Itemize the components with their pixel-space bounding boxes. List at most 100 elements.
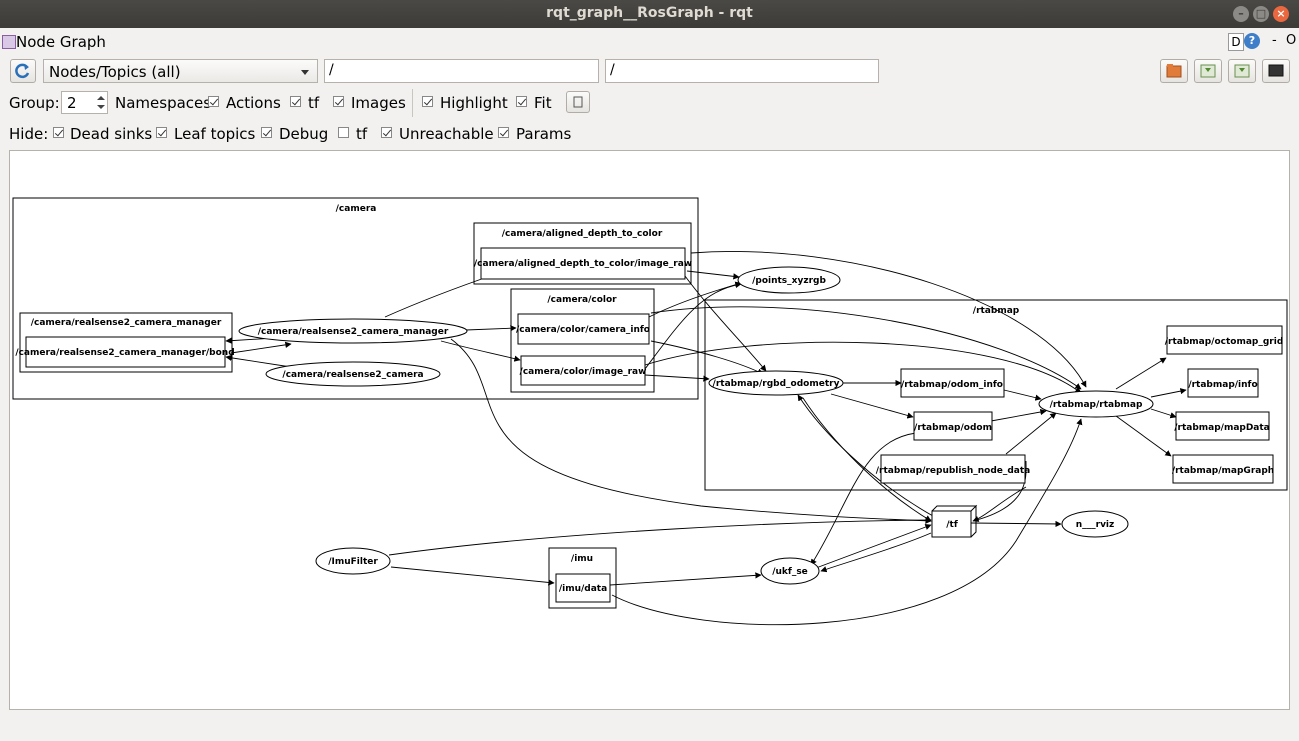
label-odominfo: /rtabmap/odom_info [901,380,1003,390]
close-icon[interactable]: × [1273,6,1289,22]
label-info: /rtabmap/info [1188,380,1257,390]
node-points[interactable] [737,266,841,294]
node-imudata[interactable] [555,573,611,603]
minimize-icon[interactable]: – [1233,6,1249,22]
save-image-button[interactable] [1262,59,1290,83]
refresh-button[interactable] [10,59,36,83]
folder-icon [1166,64,1182,78]
label-points: /points_xyzrgb [752,276,826,286]
cluster-color-label: /camera/color [547,295,617,305]
hide-label: Hide: [9,125,49,143]
leaf-topics-label: Leaf topics [174,125,256,143]
label-mgr: /camera/realsense2_camera_manager [258,327,449,337]
save-svg-button[interactable] [1228,59,1256,83]
node-ukf[interactable] [760,557,820,585]
node-rviz[interactable] [1061,510,1129,538]
spin-up-icon[interactable] [97,96,105,100]
edge-tf-rgbd [797,394,934,517]
graph-mode-value: Nodes/Topics (all) [49,63,181,81]
dock-button[interactable]: D [1228,33,1244,51]
label-mapdata: /rtabmap/mapData [1174,423,1270,433]
ros-graph[interactable]: /camera /camera/aligned_depth_to_color /… [10,151,1290,710]
edge-rtab-tf [972,486,1027,522]
node-mapdata[interactable] [1175,411,1270,441]
chevron-down-icon [301,70,309,75]
label-mapgraph: /rtabmap/mapGraph [1172,466,1274,476]
save-svg-icon [1234,64,1250,78]
minimize-plugin-button[interactable]: - [1272,33,1277,48]
node-octomap[interactable] [1166,325,1283,355]
unreachable-checkbox[interactable] [381,127,392,138]
node-mgr[interactable] [238,318,468,344]
node-mapgraph[interactable] [1172,454,1274,484]
spin-down-icon[interactable] [97,105,105,109]
label-tf: /tf [946,520,958,530]
node-adc-img[interactable] [480,247,686,280]
node-tf[interactable] [931,510,972,538]
namespaces-checkbox[interactable] [208,96,219,107]
label-imufilter: /ImuFilter [328,557,378,567]
params-checkbox[interactable] [498,127,509,138]
images-label: Images [351,94,406,112]
edge-rtab-octomap [1115,357,1167,390]
node-rgbd[interactable] [708,370,844,396]
node-rtab[interactable] [1038,390,1154,418]
maximize-icon[interactable]: □ [1253,6,1269,22]
debug-label: Debug [279,125,329,143]
node-odominfo[interactable] [900,368,1005,398]
edge-rgbd-tf [802,397,932,522]
cluster-imu-label: /imu [571,554,593,564]
window-controls: – □ × [1233,6,1289,22]
label-odom: /rtabmap/odom [914,423,992,433]
edge-rs2-bond [225,354,292,368]
group-spinbox[interactable]: 2 [61,91,108,114]
edge-mgr-caminfo [465,325,517,332]
save-dot-button[interactable] [1194,59,1222,83]
cluster-aligned-label: /camera/aligned_depth_to_color [502,229,663,239]
graph-mode-select[interactable]: Nodes/Topics (all) [43,59,318,83]
cluster-aligned [473,222,692,285]
node-imufilter[interactable] [315,547,391,575]
help-icon[interactable]: ? [1244,33,1260,49]
node-bond[interactable] [25,336,226,368]
edge-adc-points [686,270,740,280]
edge-imudata-ukf [609,572,762,586]
fit-in-view-button[interactable] [566,91,590,113]
debug-checkbox[interactable] [261,127,272,138]
edge-adc-rtab [690,251,1087,388]
plugin-header: Node Graph D ? - O [0,30,1299,54]
edge-adc-rgbd [684,275,767,372]
hide-tf-checkbox[interactable] [338,127,349,138]
node-imgraw[interactable] [520,355,646,386]
close-plugin-button[interactable]: O [1286,33,1297,48]
node-filter-input[interactable]: / [324,59,599,83]
edge-mgr-tf [450,338,932,524]
edge-rtab-mapgraph [1115,415,1172,457]
group-tf-label: tf [308,94,320,112]
refresh-icon [15,63,30,79]
edge-imgraw-rtab [644,341,1082,394]
node-republish[interactable] [880,454,1026,484]
group-tf-checkbox[interactable] [333,96,344,107]
fit-icon [573,96,583,108]
node-caminfo[interactable] [517,313,650,345]
toolbar-separator [412,89,413,117]
edge-rtab-mapdata [1150,408,1177,419]
dead-sinks-checkbox[interactable] [53,127,64,138]
fit-label: Fit [534,94,552,112]
edge-rtab-info [1150,388,1187,398]
load-dot-button[interactable] [1160,59,1188,83]
images-checkbox[interactable] [422,96,433,107]
label-bond: /camera/realsense2_camera_manager/bond [15,348,234,358]
node-odom[interactable] [913,411,993,441]
node-rs2[interactable] [265,361,441,387]
graph-canvas[interactable]: /camera /camera/aligned_depth_to_color /… [9,150,1290,710]
group-actions-checkbox[interactable] [290,96,301,107]
topic-filter-input[interactable]: / [605,59,879,83]
leaf-topics-checkbox[interactable] [156,127,167,138]
node-info[interactable] [1187,368,1259,398]
edge-rgbd-odom [830,393,914,419]
highlight-checkbox[interactable] [516,96,527,107]
screen-icon [1268,64,1284,77]
edge-caminfo-rgbd [650,340,764,375]
